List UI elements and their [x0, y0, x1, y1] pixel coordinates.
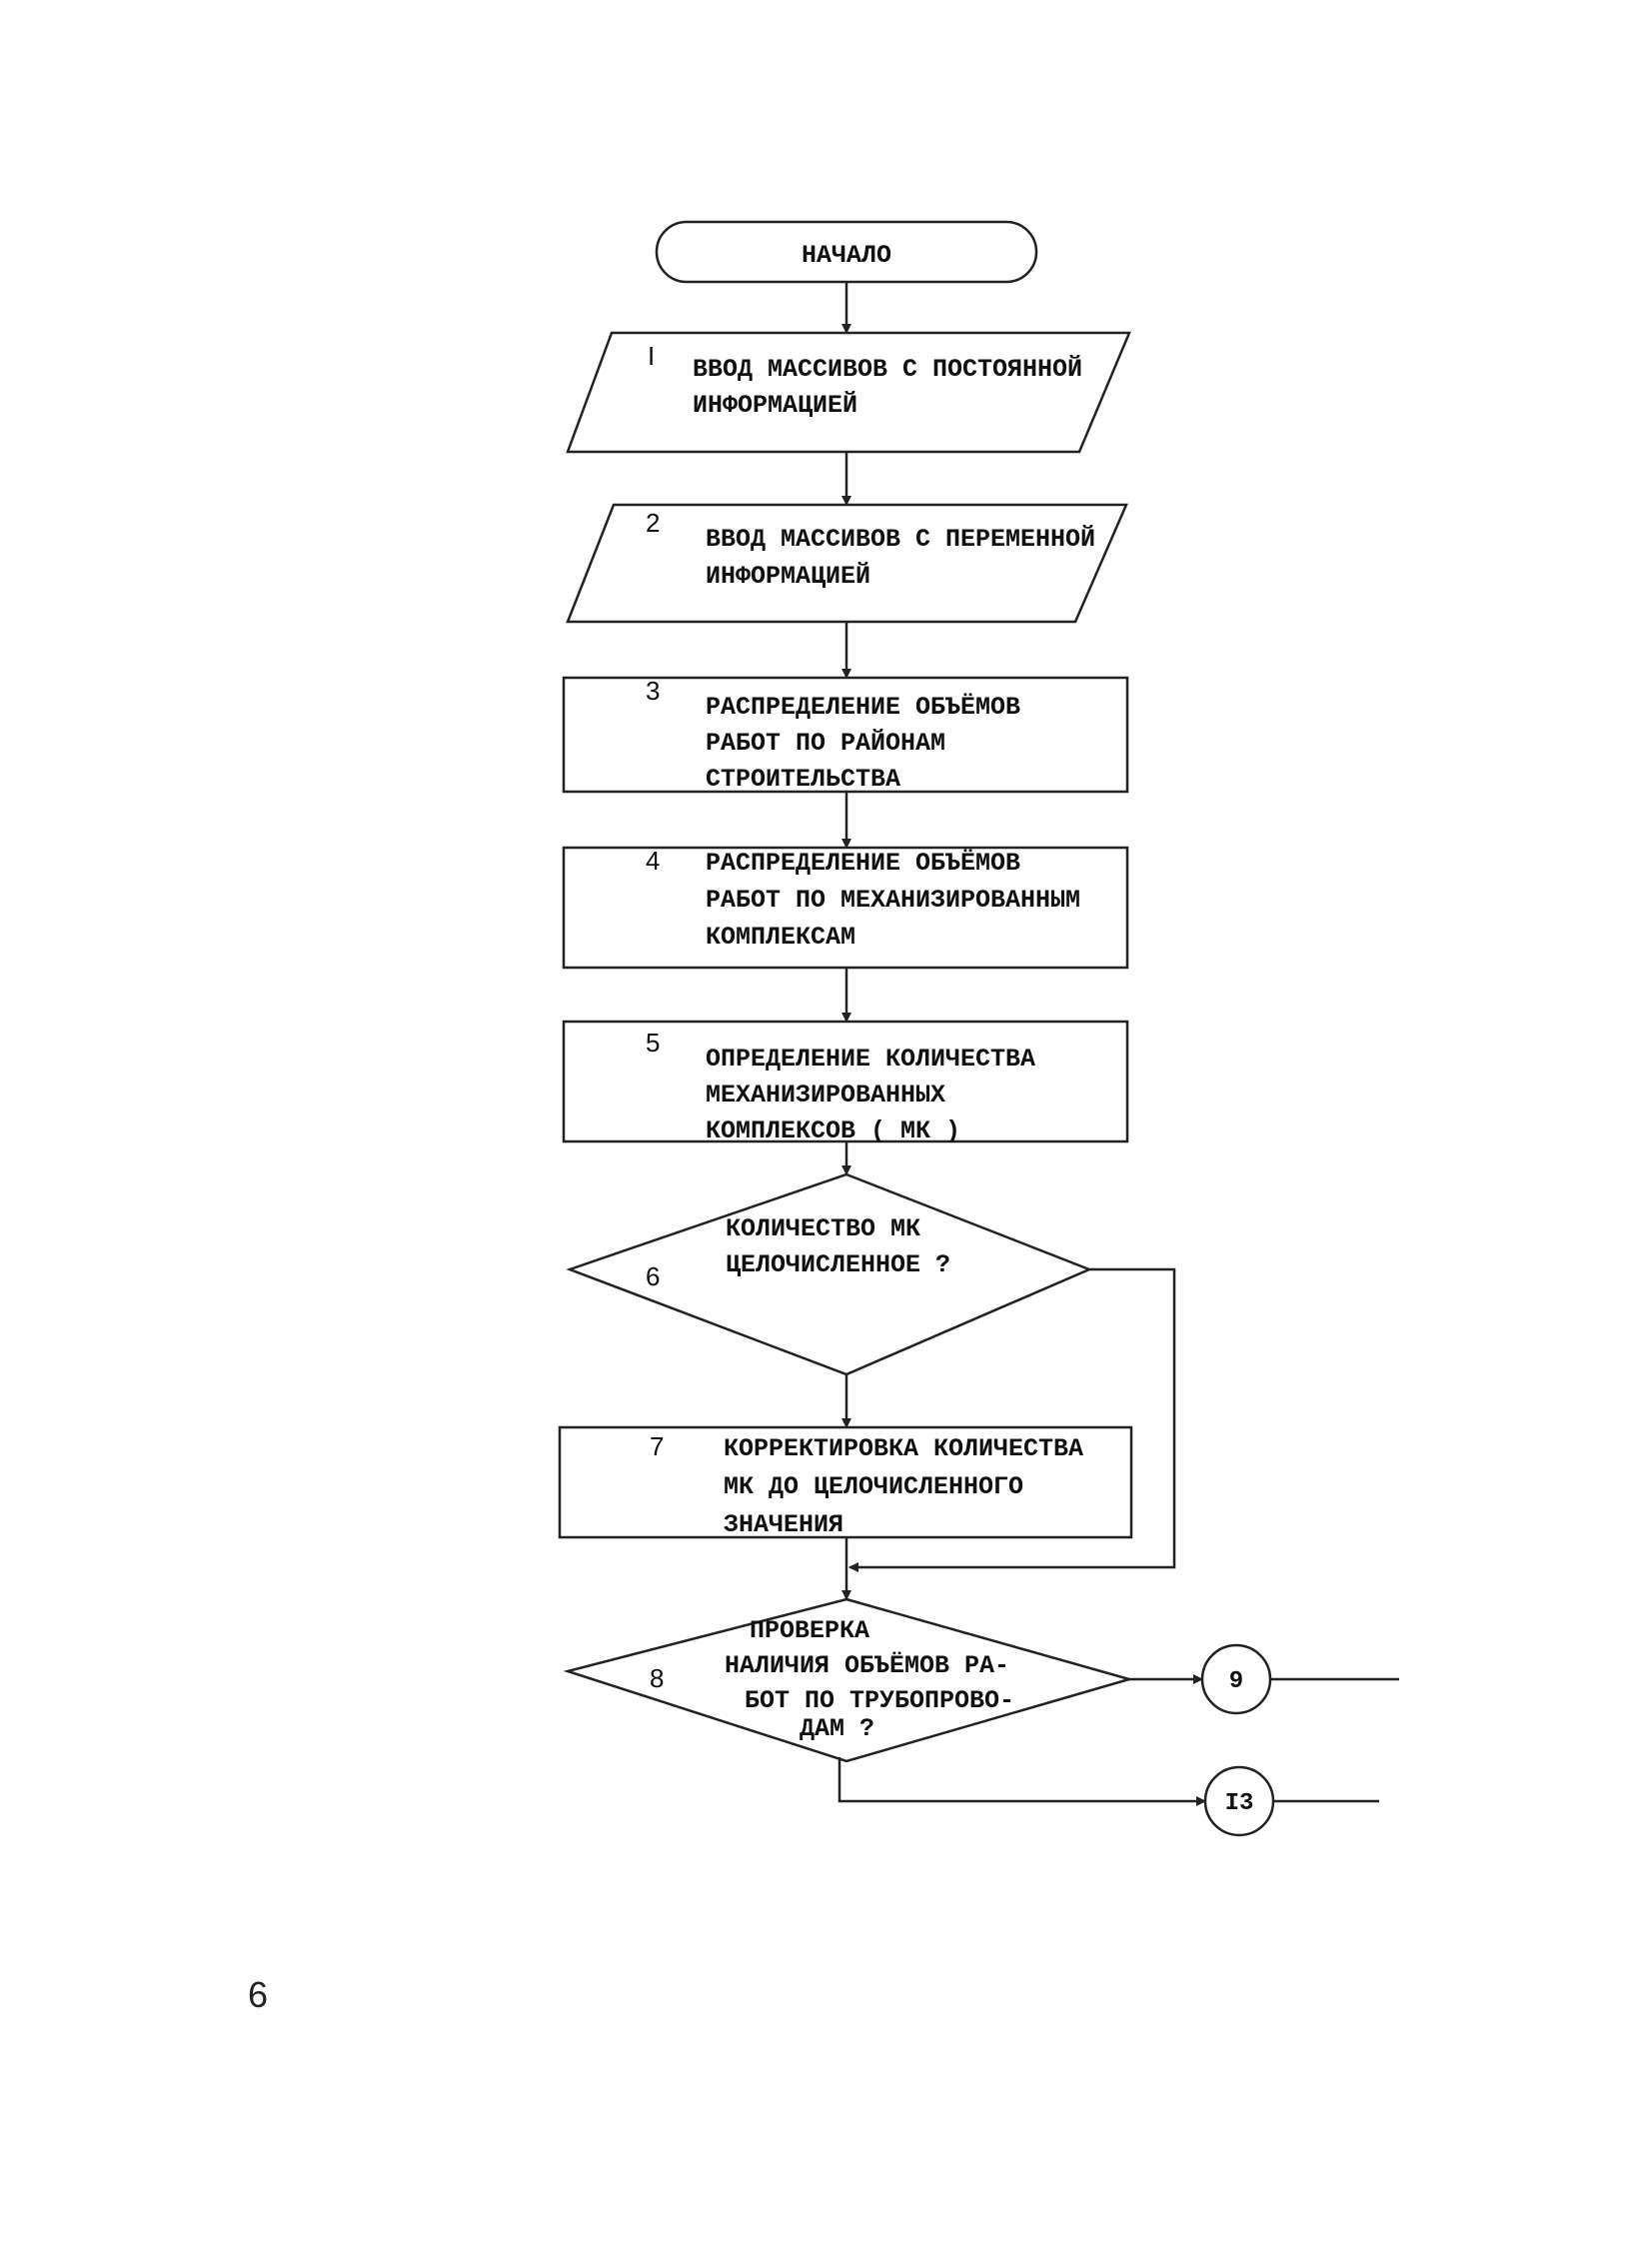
block-1-line-1: ВВОД МАССИВОВ С ПОСТОЯННОЙ	[693, 354, 1082, 384]
connector-13-label: I3	[1225, 1790, 1254, 1817]
block-number-1: I	[648, 341, 655, 371]
block-8-line-4: ДАМ ?	[800, 1714, 874, 1743]
flow-arrow	[837, 1757, 1206, 1806]
block-5-line-1: ОПРЕДЕЛЕНИЕ КОЛИЧЕСТВА	[706, 1045, 1035, 1074]
block-3-line-3: СТРОИТЕЛЬСТВА	[706, 765, 900, 794]
block-number-7: 7	[650, 1431, 664, 1461]
block-6-line-2: ЦЕЛОЧИСЛЕННОЕ ?	[726, 1250, 950, 1279]
block-3-line-2: РАБОТ ПО РАЙОНАМ	[706, 728, 945, 758]
block-4-line-1: РАСПРЕДЕЛЕНИЕ ОБЪЁМОВ	[706, 849, 1020, 878]
block-5-line-3: КОМПЛЕКСОВ ( МК )	[706, 1117, 960, 1145]
connector-9-label: 9	[1229, 1668, 1243, 1695]
block-7-line-2: МК ДО ЦЕЛОЧИСЛЕННОГО	[724, 1472, 1023, 1501]
start-label: НАЧАЛО	[802, 241, 891, 270]
block-number-2: 2	[646, 508, 660, 538]
process-block-3: 3 РАСПРЕДЕЛЕНИЕ ОБЪЁМОВ РАБОТ ПО РАЙОНАМ…	[562, 676, 1129, 794]
block-number-5: 5	[646, 1028, 660, 1058]
decision-block-6: 6 КОЛИЧЕСТВО МК ЦЕЛОЧИСЛЕННОЕ ?	[566, 1172, 1093, 1376]
process-block-7: 7 КОРРЕКТИРОВКА КОЛИЧЕСТВА МК ДО ЦЕЛОЧИС…	[558, 1425, 1133, 1539]
start-terminator: НАЧАЛО	[655, 220, 1038, 284]
input-block-1: I ВВОД МАССИВОВ С ПОСТОЯННОЙ ИНФОРМАЦИЕЙ	[566, 331, 1131, 454]
process-block-4: 4 РАСПРЕДЕЛЕНИЕ ОБЪЁМОВ РАБОТ ПО МЕХАНИЗ…	[562, 846, 1129, 970]
block-number-3: 3	[646, 676, 660, 706]
process-block-5: 5 ОПРЕДЕЛЕНИЕ КОЛИЧЕСТВА МЕХАНИЗИРОВАННЫ…	[562, 1020, 1129, 1145]
block-2-line-2: ИНФОРМАЦИЕЙ	[706, 561, 870, 591]
block-number-8: 8	[650, 1663, 664, 1693]
block-number-4: 4	[646, 846, 660, 876]
block-1-line-2: ИНФОРМАЦИЕЙ	[693, 390, 857, 420]
block-3-line-1: РАСПРЕДЕЛЕНИЕ ОБЪЁМОВ	[706, 693, 1020, 722]
block-7-line-3: ЗНАЧЕНИЯ	[724, 1510, 843, 1539]
block-8-line-2: НАЛИЧИЯ ОБЪЁМОВ РА-	[725, 1651, 1009, 1680]
block-6-line-1: КОЛИЧЕСТВО МК	[726, 1214, 920, 1243]
input-block-2: 2 ВВОД МАССИВОВ С ПЕРЕМЕННОЙ ИНФОРМАЦИЕЙ	[566, 503, 1128, 624]
connector-9: 9	[1200, 1643, 1272, 1715]
block-number-6: 6	[646, 1261, 660, 1291]
page-number: 6	[248, 1974, 269, 2015]
block-4-line-3: КОМПЛЕКСАМ	[706, 923, 855, 952]
decision-block-8: 8 ПРОВЕРКА НАЛИЧИЯ ОБЪЁМОВ РА- БОТ ПО ТР…	[563, 1597, 1134, 1763]
block-5-line-2: МЕХАНИЗИРОВАННЫХ	[706, 1081, 945, 1110]
block-7-line-1: КОРРЕКТИРОВКА КОЛИЧЕСТВА	[724, 1434, 1083, 1463]
bypass-line	[848, 1267, 1176, 1572]
connector-13: I3	[1203, 1765, 1275, 1837]
block-4-line-2: РАБОТ ПО МЕХАНИЗИРОВАННЫМ	[706, 886, 1080, 915]
block-8-line-3: БОТ ПО ТРУБОПРОВО-	[745, 1686, 1014, 1715]
block-8-line-1: ПРОВЕРКА	[750, 1616, 869, 1645]
block-2-line-1: ВВОД МАССИВОВ С ПЕРЕМЕННОЙ	[706, 524, 1095, 554]
